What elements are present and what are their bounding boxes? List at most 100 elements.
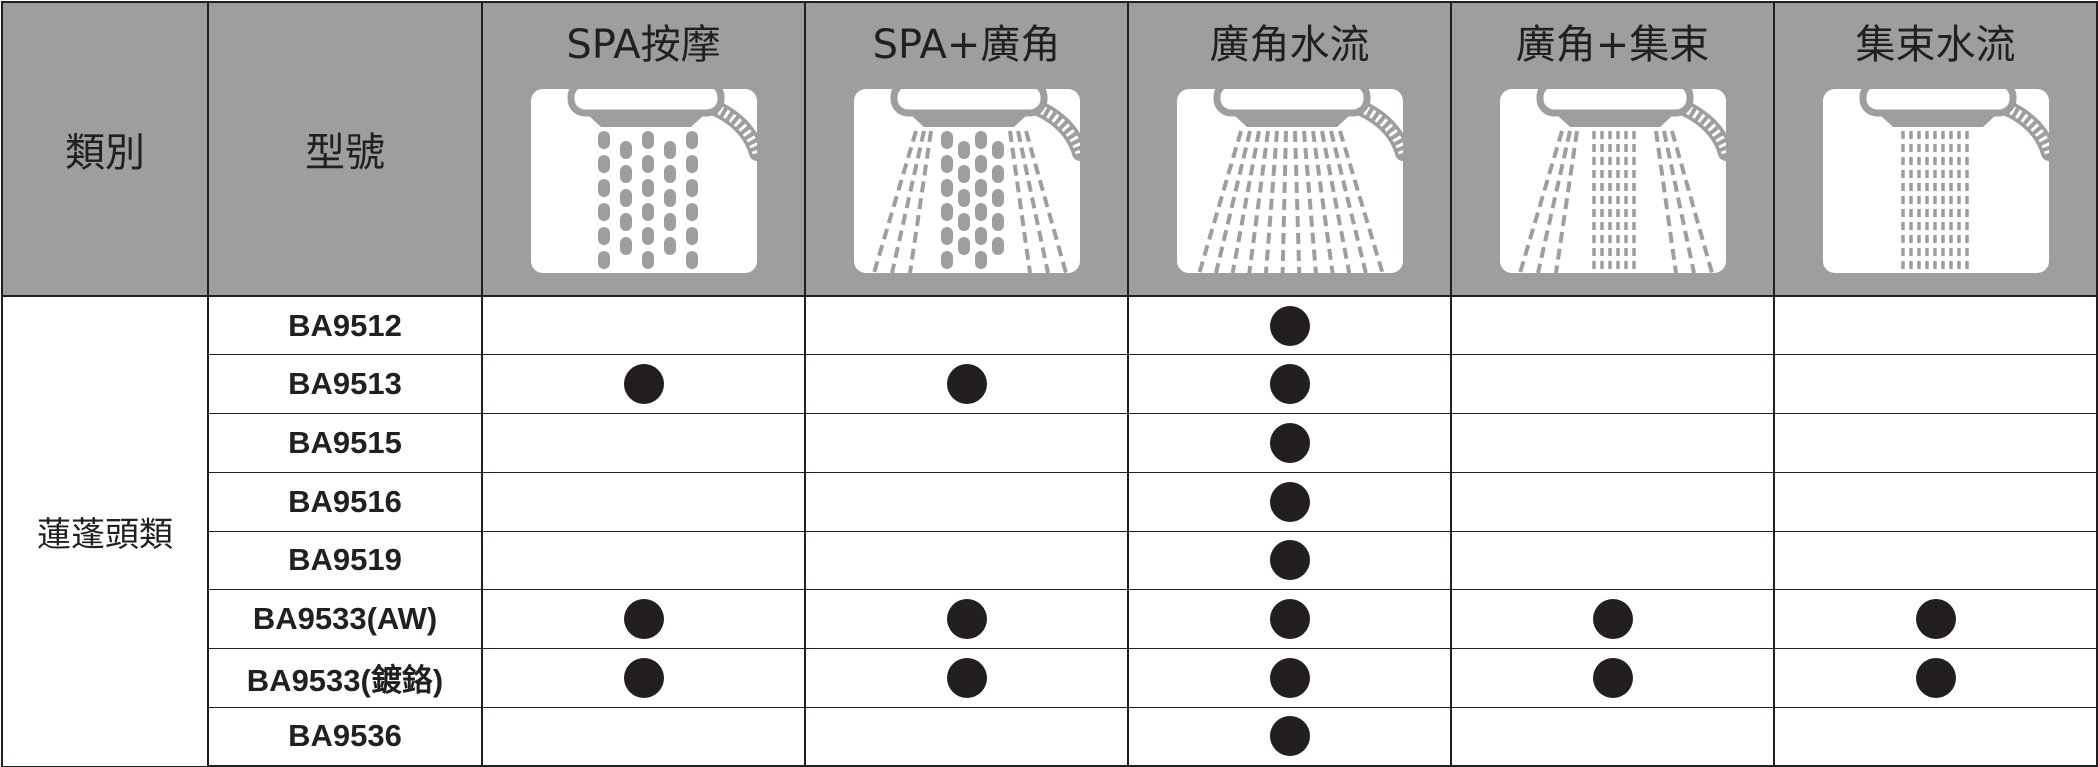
shower-nozzle-shape — [1234, 116, 1349, 127]
wide-spray-stream — [1023, 130, 1068, 273]
spa-droplet — [641, 179, 654, 197]
mode-cell — [1773, 648, 2098, 708]
mode-label: SPA按摩 — [566, 22, 721, 68]
spa-droplet — [685, 227, 698, 245]
wide-spray-stream — [1337, 130, 1384, 273]
spa-droplet — [619, 237, 632, 255]
wide-spray-stream — [1310, 130, 1335, 273]
spa-droplet — [940, 155, 953, 173]
wide-spray-stream — [1263, 130, 1279, 273]
wide-spray-stream — [1328, 130, 1368, 273]
mode-cell — [1127, 648, 1452, 708]
table-row: BA9533(鍍鉻) — [2, 648, 2098, 708]
table-row: BA9513 — [2, 354, 2098, 414]
hose-ridges — [1970, 94, 2049, 155]
supported-dot — [1592, 599, 1633, 640]
mode-label: 集束水流 — [1855, 22, 2016, 68]
mode-cell — [1773, 589, 2098, 649]
mode-column-header-spa-wide: SPA+廣角 — [804, 1, 1129, 297]
mode-cell — [804, 706, 1129, 767]
wide-spray-stream — [1661, 130, 1696, 273]
supported-dot — [1269, 716, 1310, 757]
category-column-header: 類別 — [1, 1, 209, 297]
model-cell: BA9533(鍍鉻) — [207, 648, 483, 708]
wide-spray-stream — [1196, 130, 1243, 273]
wide-spray-stream — [1230, 130, 1261, 273]
spa-droplet — [641, 251, 654, 269]
wide-spray-stream — [1653, 130, 1678, 273]
spa-droplet — [663, 165, 676, 183]
supported-dot — [623, 364, 664, 405]
mode-cell — [804, 530, 1129, 591]
mode-cell — [804, 354, 1129, 414]
wide-spray-stream — [871, 130, 918, 273]
spa-droplet — [619, 213, 632, 231]
spa-droplet — [663, 237, 676, 255]
supported-dot — [623, 657, 664, 698]
spa-droplet — [991, 237, 1004, 255]
mode-cell — [1127, 530, 1452, 591]
mode-cell — [481, 413, 806, 473]
icon-background — [1499, 89, 1726, 273]
wide-spray-stream — [1553, 130, 1579, 273]
mode-column-header-wide-focused: 廣角+集束 — [1450, 1, 1775, 297]
spa-droplet — [597, 203, 610, 221]
supported-dot — [1269, 599, 1310, 640]
spa-droplet — [597, 155, 610, 173]
spa-droplet — [974, 131, 987, 149]
spa-droplet — [957, 165, 970, 183]
wide-angle-spray-icon — [1176, 89, 1403, 273]
spa-droplet — [957, 237, 970, 255]
mode-cell — [1127, 413, 1452, 473]
model-cell: BA9516 — [207, 471, 483, 532]
wide-spray-stream — [1280, 130, 1288, 273]
mode-cell — [1450, 589, 1775, 649]
spa-droplet — [974, 251, 987, 269]
model-cell: BA9512 — [207, 295, 483, 356]
mode-cell — [804, 295, 1129, 356]
supported-dot — [1269, 364, 1310, 405]
spa-droplet — [597, 179, 610, 197]
mode-cell — [1773, 471, 2098, 532]
spa-massage-spray-icon — [530, 89, 757, 273]
spa-droplet — [991, 189, 1004, 207]
shower-head-shape — [1536, 89, 1693, 117]
spa-droplet — [991, 213, 1004, 231]
spa-droplet — [940, 203, 953, 221]
wide-spray-stream — [1246, 130, 1270, 273]
wide-spray-stream — [1517, 130, 1564, 273]
supported-dot — [1915, 657, 1956, 698]
mode-label: SPA+廣角 — [872, 22, 1061, 68]
supported-dot — [1269, 657, 1310, 698]
mode-cell — [1450, 530, 1775, 591]
hose-ridges — [1647, 94, 1726, 155]
hose-ridges — [1001, 94, 1080, 155]
mode-cell — [1127, 706, 1452, 767]
spa-droplet — [641, 203, 654, 221]
wide-spray-stream — [1669, 130, 1714, 273]
mode-cell — [1127, 589, 1452, 649]
mode-cell — [1450, 706, 1775, 767]
spa-droplet — [940, 179, 953, 197]
model-cell: BA9536 — [207, 706, 483, 767]
spa-droplet — [991, 165, 1004, 183]
spa-droplet — [940, 131, 953, 149]
model-column-header: 型號 — [207, 1, 483, 297]
model-cell: BA9533(AW) — [207, 589, 483, 649]
wide-spray-stream — [907, 130, 933, 273]
shower-nozzle-shape — [1557, 116, 1672, 127]
spa-droplet — [974, 203, 987, 221]
spa-droplet — [957, 189, 970, 207]
table-header: 類別 型號 SPA按摩 SPA+廣角 廣角水流 廣角+集束 — [1, 1, 2098, 297]
mode-cell — [1450, 648, 1775, 708]
mode-cell — [804, 589, 1129, 649]
spa-droplet — [619, 189, 632, 207]
mode-cell — [481, 589, 806, 649]
mode-cell — [804, 413, 1129, 473]
spa-droplet — [685, 203, 698, 221]
category-cell: 蓮蓬頭類 — [1, 295, 209, 767]
spa-droplet — [974, 227, 987, 245]
spa-droplet — [597, 251, 610, 269]
spa-droplet — [957, 213, 970, 231]
spa-droplet — [685, 179, 698, 197]
